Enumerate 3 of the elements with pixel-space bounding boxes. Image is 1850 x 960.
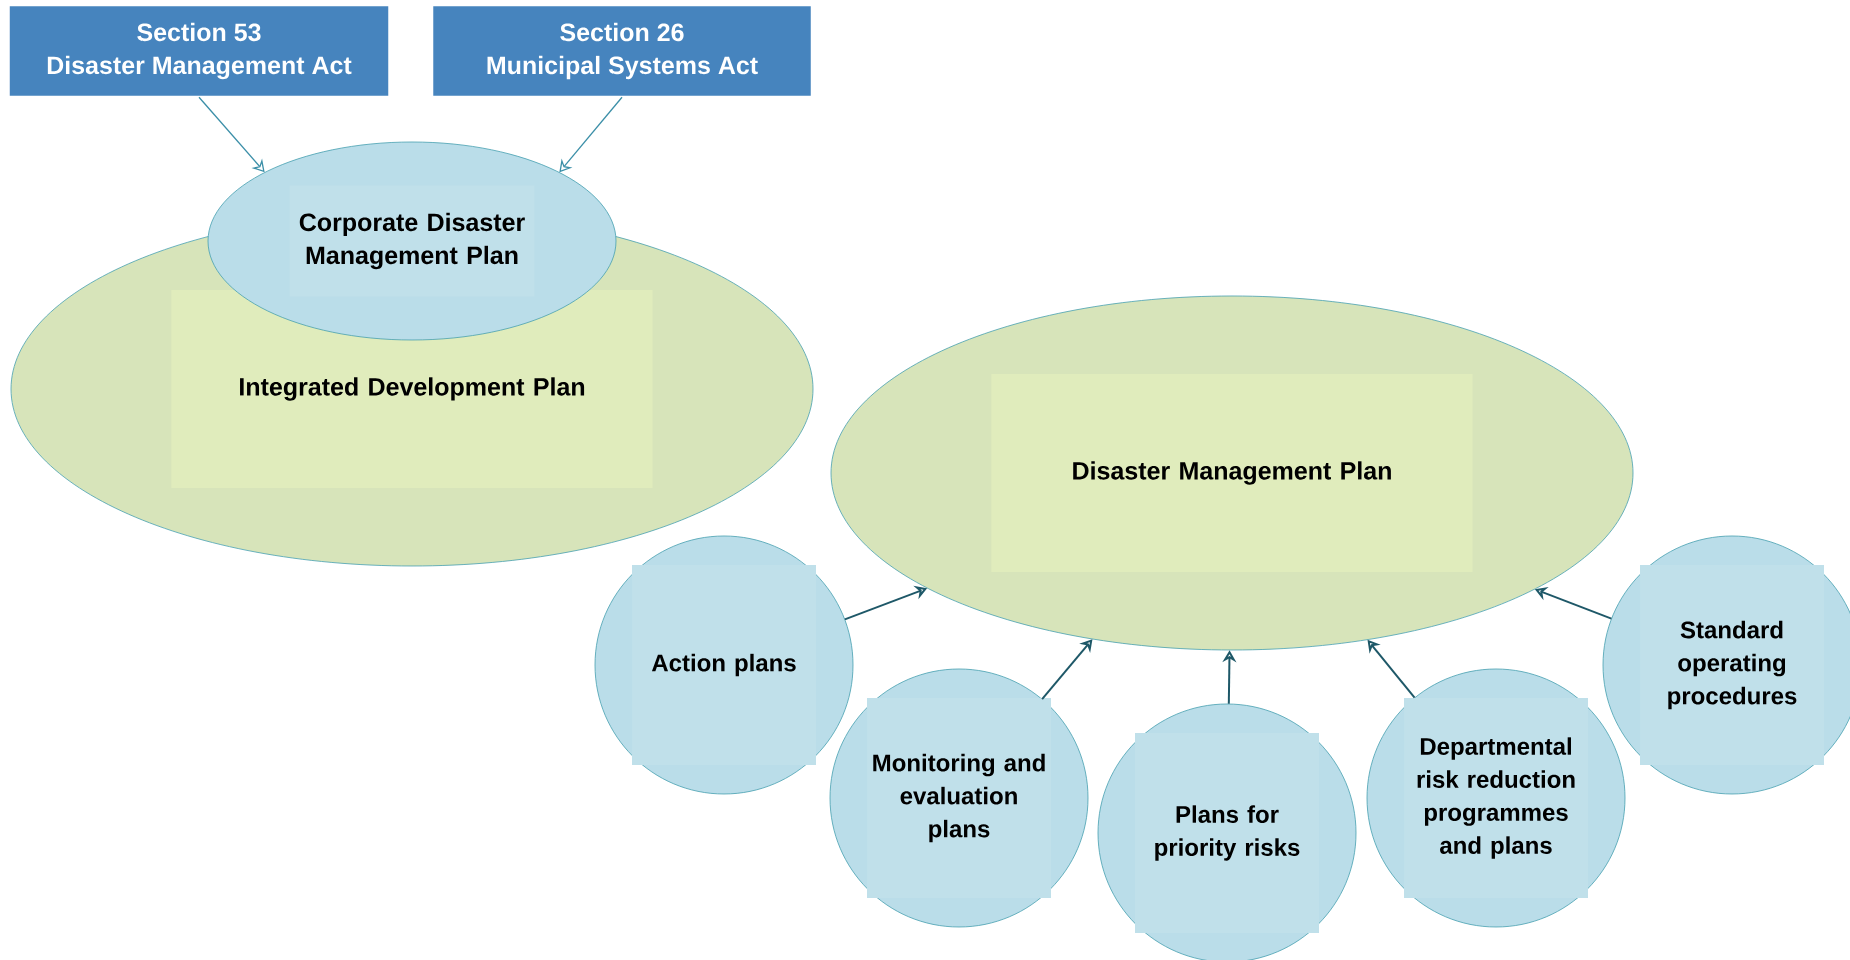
section-box: Section 53 Disaster Management Act bbox=[8, 4, 390, 98]
arrow bbox=[1041, 639, 1093, 701]
section-box: Section 26 Municipal Systems Act bbox=[431, 4, 813, 98]
